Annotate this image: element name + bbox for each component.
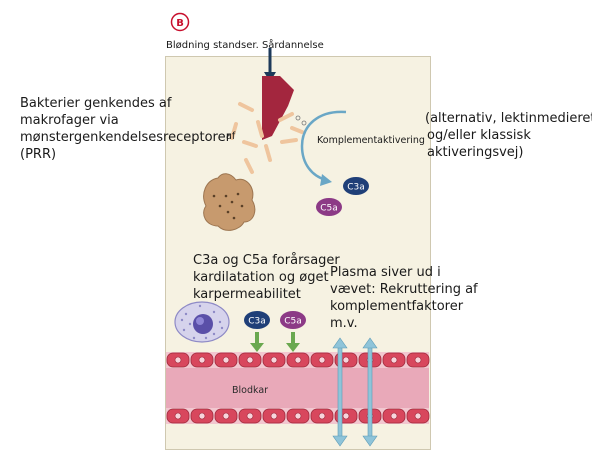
bacteria-label: Bakterier genkendes af makrofager via mø…: [20, 96, 231, 162]
plasma-leak-arrow-icon: [332, 337, 378, 447]
endothelial-nucleus: [198, 356, 206, 364]
endothelial-nucleus: [174, 412, 182, 420]
endothelial-nucleus: [414, 356, 422, 364]
pathways-label: (alternativ, lektinmedieret, og/eller kl…: [425, 111, 592, 160]
c3a-label-lower: C3a: [248, 317, 266, 327]
c5a-molecule-icon: C5a: [316, 198, 342, 216]
endothelial-nucleus: [222, 356, 230, 364]
endothelial-nucleus: [342, 412, 350, 420]
panel-letter-badge: B: [170, 12, 190, 32]
bacteria-icon: [230, 102, 304, 174]
c3a-c5a-effect-label: C3a og C5a forårsager kardilatation og ø…: [193, 253, 340, 302]
c5a-label-lower: C5a: [284, 317, 302, 327]
c5a-label-top: C5a: [320, 204, 338, 214]
endothelial-nucleus: [246, 412, 254, 420]
wound-wedge: [262, 76, 294, 140]
c3a-molecule-icon: C3a: [343, 177, 369, 195]
endothelial-nucleus: [174, 356, 182, 364]
c3a-label-top: C3a: [347, 183, 365, 193]
bacteria-fragment-label: af: [226, 131, 236, 142]
endothelial-nucleus: [294, 356, 302, 364]
figure-title: Blødning standser. Sårdannelse: [166, 40, 324, 51]
plasma-label: Plasma siver ud i vævet: Rekruttering af…: [330, 265, 478, 331]
endothelial-nucleus: [414, 412, 422, 420]
endothelial-nucleus: [246, 356, 254, 364]
endothelial-nucleus: [198, 412, 206, 420]
blood-vessel-label: Blodkar: [232, 385, 268, 396]
endothelial-nucleus: [270, 412, 278, 420]
neutrophil-icon: [174, 301, 230, 343]
endothelial-nucleus: [270, 356, 278, 364]
endothelial-nucleus: [294, 412, 302, 420]
complement-activation-label: Komplementaktivering: [317, 135, 425, 146]
green-arrow-icon: [250, 332, 300, 352]
endothelial-nucleus: [222, 412, 230, 420]
panel-letter: B: [176, 18, 184, 29]
endothelial-nucleus: [318, 412, 326, 420]
blood-vessel: Blodkar: [166, 352, 430, 424]
endothelial-nucleus: [342, 356, 350, 364]
c3a-molecule-lower-icon: C3a: [244, 311, 270, 329]
endothelial-nucleus: [390, 412, 398, 420]
endothelial-nucleus: [318, 356, 326, 364]
endothelial-nucleus: [390, 356, 398, 364]
macrophage-icon: [203, 173, 256, 231]
c5a-molecule-lower-icon: C5a: [280, 311, 306, 329]
complement-arrow-icon: [300, 110, 347, 186]
